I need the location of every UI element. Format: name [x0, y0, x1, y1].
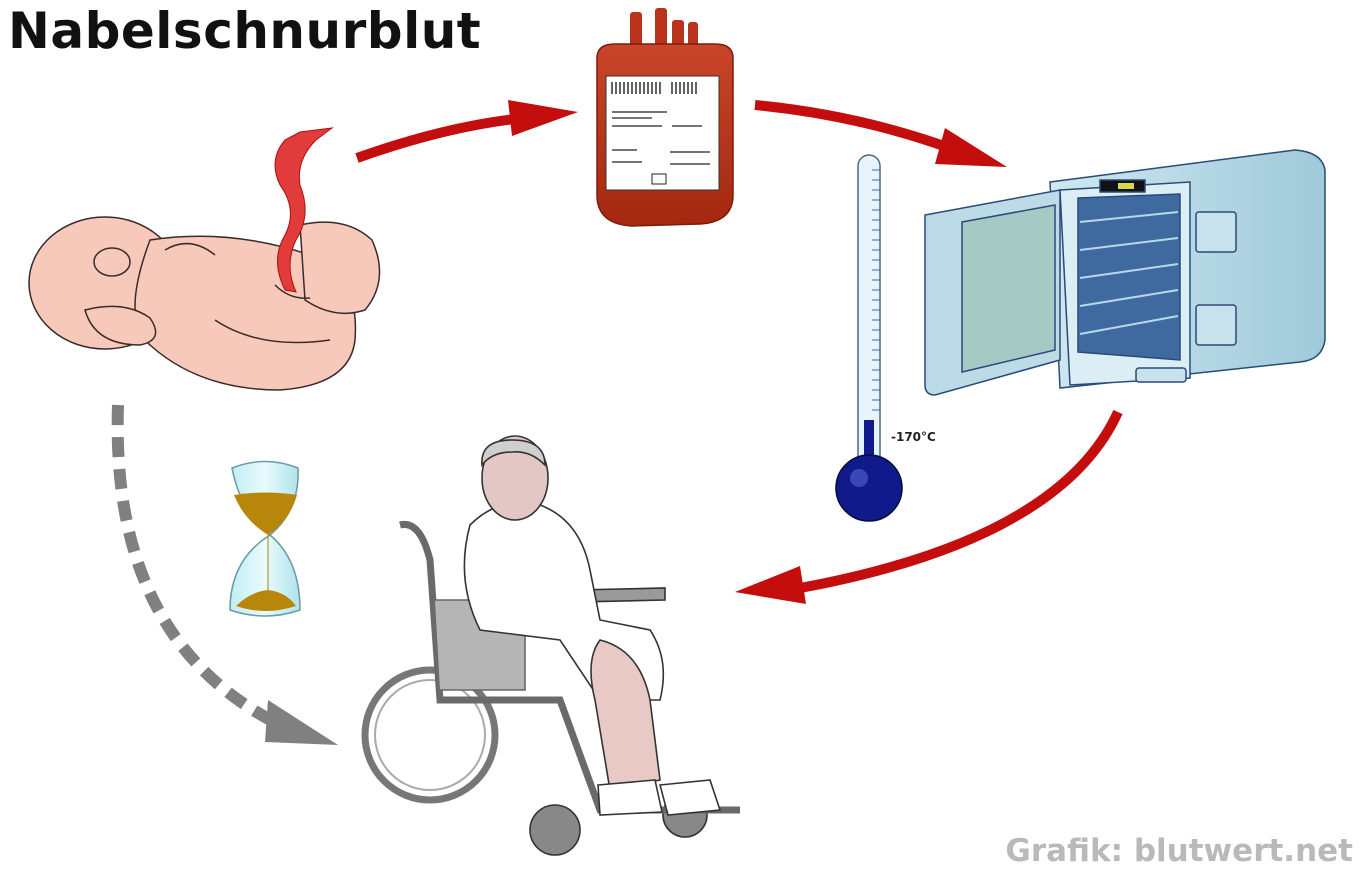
hourglass-icon: [229, 460, 301, 617]
umbilical-cord-icon: [274, 127, 334, 293]
arrow-bag-to-freezer: [754, 100, 1007, 167]
thermometer-icon: [835, 154, 903, 522]
graphic-credit: Grafik: blutwert.net: [1005, 833, 1353, 869]
arrow-baby-to-bag: [355, 100, 578, 163]
baby-icon: [28, 216, 381, 391]
wheelchair-patient-icon: [361, 435, 740, 856]
blood-bag-icon: [596, 8, 734, 227]
arrow-waiting-dashed: [111, 404, 338, 745]
diagram-title: Nabelschnurblut: [8, 2, 482, 60]
thermometer-temperature-label: -170°C: [891, 430, 936, 444]
freezer-icon: [924, 149, 1326, 396]
arrow-freezer-to-patient: [735, 409, 1123, 604]
